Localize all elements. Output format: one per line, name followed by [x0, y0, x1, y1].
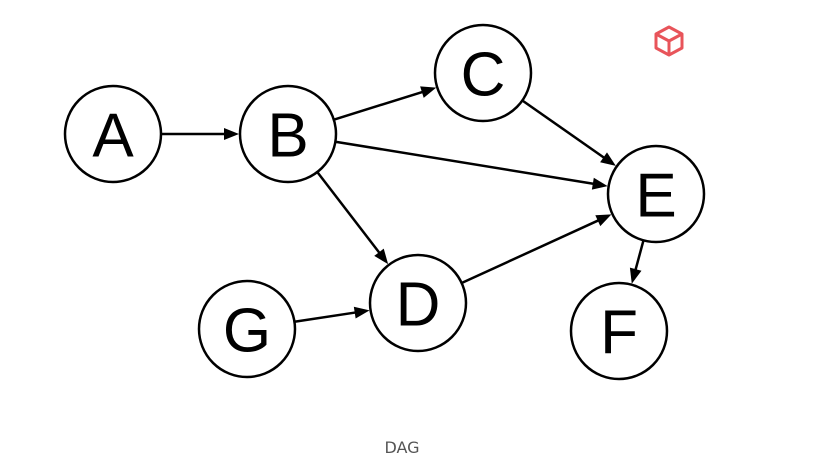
node-circle [368, 253, 468, 353]
cube-logo-icon [654, 25, 684, 57]
arrow-head [224, 128, 239, 140]
arrow-head [600, 152, 616, 166]
node-label: A [92, 102, 134, 171]
node-label: F [600, 299, 638, 368]
node-f: F [569, 281, 669, 381]
node-label: D [396, 271, 441, 340]
edge-c-e [521, 99, 616, 166]
node-e: E [606, 144, 706, 244]
arrow-head [595, 214, 612, 227]
edge-line [335, 140, 596, 186]
node-b: B [238, 84, 338, 184]
node-circle [238, 84, 338, 184]
edge-d-e [461, 214, 612, 285]
node-circle [433, 23, 533, 123]
arrow-head [629, 267, 642, 284]
node-label: E [635, 162, 676, 231]
edge-line [461, 218, 601, 285]
edge-line [521, 99, 606, 160]
node-a: A [63, 84, 163, 184]
diagram-caption: DAG [384, 438, 420, 457]
nodes-layer: A B C D EF G [63, 23, 706, 381]
edge-b-e [335, 140, 608, 190]
arrow-head [353, 306, 370, 319]
edge-line [294, 311, 357, 324]
edge-b-d [316, 171, 389, 265]
edge-a-b [161, 128, 239, 140]
arrow-head [420, 86, 437, 98]
node-label: C [461, 41, 506, 110]
node-circle [606, 144, 706, 244]
node-circle [63, 84, 163, 184]
edge-line [316, 171, 382, 255]
node-g: G [197, 279, 297, 379]
arrow-head [374, 248, 389, 265]
edge-b-c [333, 86, 437, 121]
node-circle [197, 279, 297, 379]
node-label: G [223, 297, 271, 366]
arrow-head [591, 177, 608, 190]
node-d: D [368, 253, 468, 353]
edge-g-d [294, 306, 370, 324]
node-c: C [433, 23, 533, 123]
node-label: B [267, 102, 308, 171]
node-circle [569, 281, 669, 381]
edges-layer [161, 86, 645, 324]
edge-line [633, 240, 645, 272]
edge-line [333, 90, 425, 121]
edge-e-f [629, 240, 645, 284]
